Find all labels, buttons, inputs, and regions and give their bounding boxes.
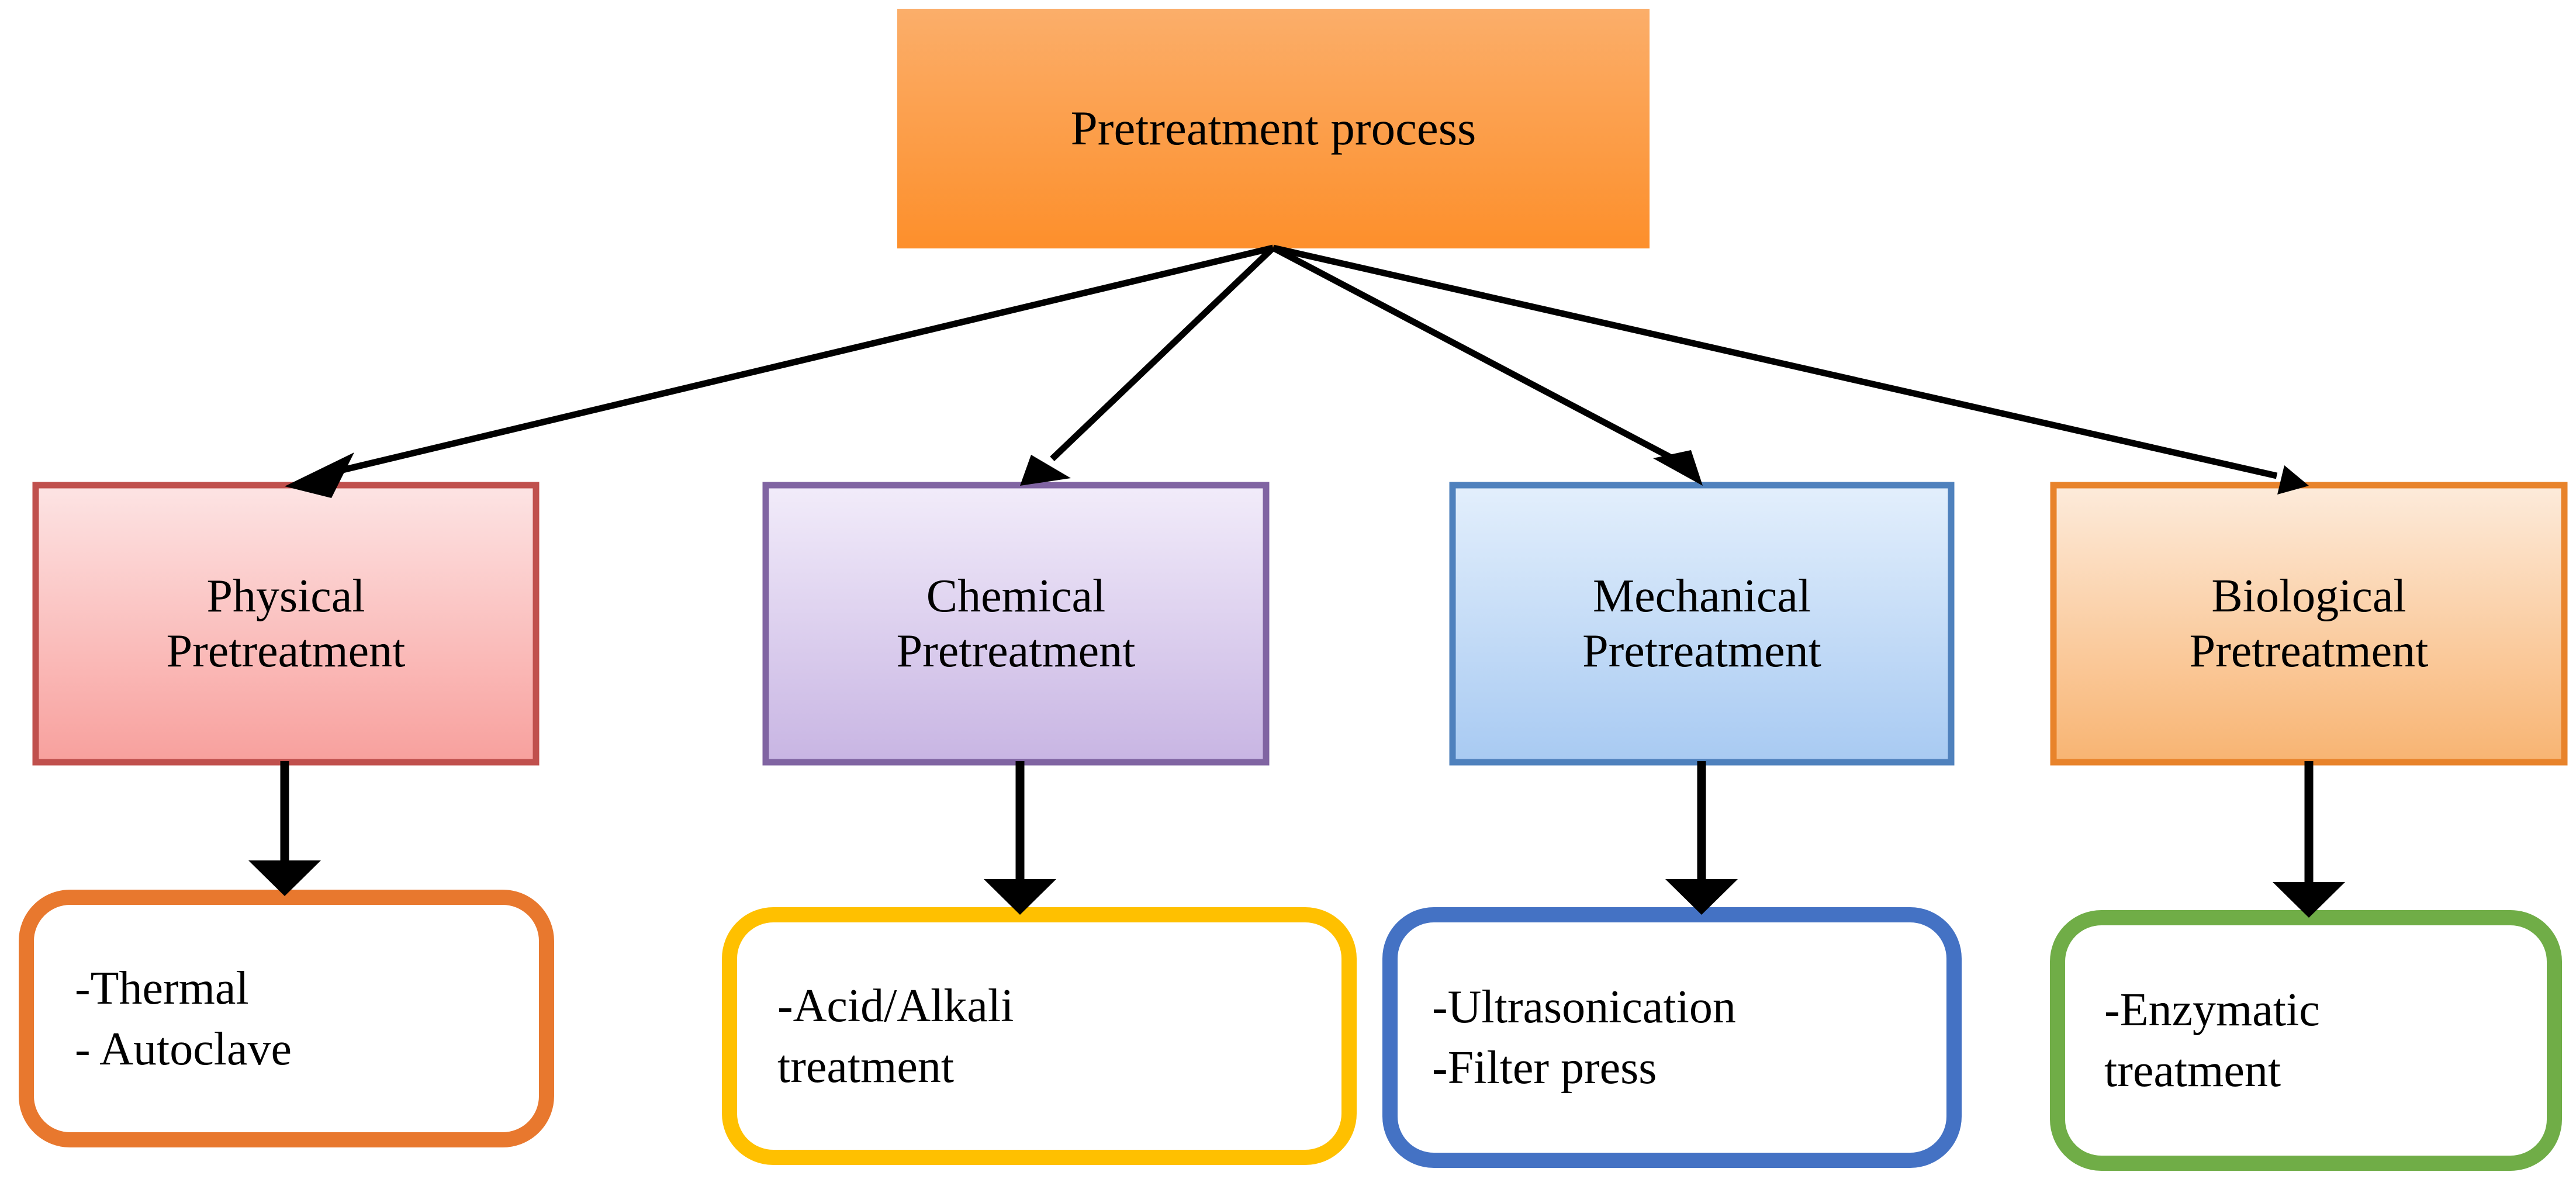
method-label-chemical-line1: -Acid/Alkali [777,980,1014,1032]
connector-mechanical-to-methods [1665,761,1738,915]
connector-root-to-mechanical [1271,245,1703,486]
method-label-biological-line1: -Enzymatic [2104,984,2320,1036]
method-label-biological: -Enzymatic treatment [2104,918,2549,1163]
category-box-mechanical[interactable] [1449,482,1955,766]
method-box-biological[interactable] [2050,910,2562,1171]
connector-root-to-chemical [1020,246,1275,486]
method-label-chemical: -Acid/Alkali treatment [777,915,1333,1157]
method-label-mechanical: -Ultrasonication -Filter press [1432,915,1946,1160]
method-label-mechanical-line1: -Ultrasonication [1432,981,1736,1033]
method-label-physical: -Thermal - Autoclave [75,897,537,1140]
connector-biological-to-methods [2273,761,2345,918]
connector-root-to-physical [285,244,1274,498]
connector-physical-to-methods [248,761,321,896]
method-box-mechanical[interactable] [1382,907,1962,1168]
category-box-physical[interactable] [32,482,540,766]
method-label-physical-line2: - Autoclave [75,1023,292,1075]
connector-chemical-to-methods [984,761,1056,915]
method-box-chemical[interactable] [722,907,1357,1165]
method-box-physical[interactable] [19,890,554,1147]
method-label-physical-line1: -Thermal [75,962,249,1014]
root-node-box[interactable] [897,9,1650,248]
method-label-mechanical-line2: -Filter press [1432,1042,1657,1094]
category-box-chemical[interactable] [762,482,1270,766]
connector-root-to-biological [1272,244,2309,495]
method-label-chemical-line2: treatment [777,1040,955,1092]
method-label-biological-line2: treatment [2104,1045,2281,1097]
category-box-biological[interactable] [2050,482,2568,766]
